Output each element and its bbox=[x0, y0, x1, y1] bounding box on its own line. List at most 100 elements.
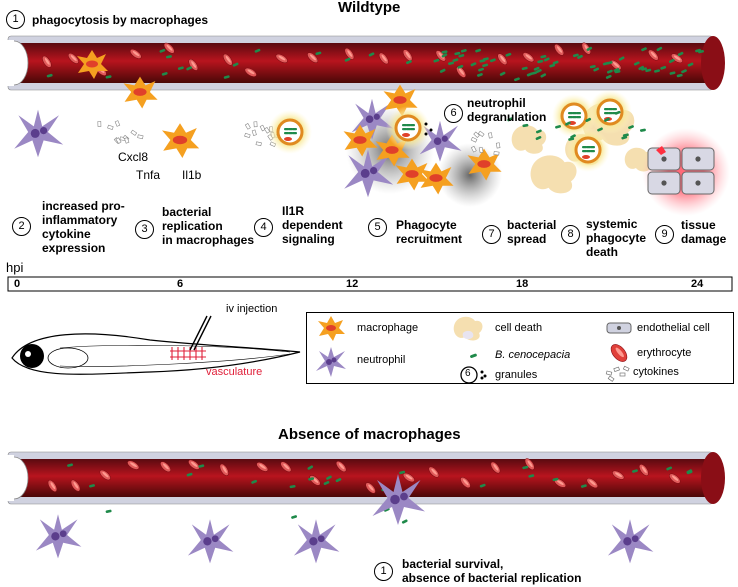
bacterium bbox=[597, 127, 603, 132]
neutrophil bbox=[344, 149, 394, 198]
erythrocyte bbox=[402, 49, 413, 62]
erythrocyte bbox=[68, 53, 79, 64]
absence-step-1-label: bacterial survival,absence of bacterial … bbox=[402, 557, 582, 585]
bacterium bbox=[441, 53, 448, 58]
erythrocyte bbox=[402, 472, 415, 483]
legend-endothelial-label: endothelial cell bbox=[637, 322, 710, 334]
bacterium bbox=[606, 61, 613, 65]
legend-erythrocyte-icon bbox=[610, 344, 628, 362]
bacterium bbox=[308, 477, 315, 481]
legend-icons bbox=[316, 316, 632, 383]
bacterium bbox=[251, 479, 257, 484]
step-3-badge: 3 bbox=[135, 220, 154, 239]
macrophage bbox=[123, 76, 158, 109]
erythrocyte bbox=[435, 50, 446, 62]
bacterium bbox=[460, 49, 467, 53]
bacterium bbox=[549, 63, 556, 68]
erythrocyte bbox=[586, 478, 598, 489]
bacterium bbox=[632, 469, 638, 473]
erythrocyte bbox=[497, 53, 508, 65]
bacterium bbox=[441, 50, 448, 54]
bacterium bbox=[186, 66, 192, 71]
erythrocyte bbox=[490, 461, 501, 474]
infected-macrophage bbox=[386, 106, 430, 150]
bacterium bbox=[433, 58, 440, 63]
infected-macrophage bbox=[566, 128, 610, 172]
wildtype-bacteria-in-blood bbox=[46, 46, 704, 82]
bacterium bbox=[605, 74, 612, 79]
legend-cell-death-label: cell death bbox=[495, 322, 543, 334]
bacterium bbox=[604, 117, 610, 122]
bacterium bbox=[531, 71, 538, 75]
bacterium bbox=[660, 65, 667, 70]
bacterium bbox=[401, 519, 408, 524]
erythrocyte bbox=[99, 469, 111, 481]
cytokine bbox=[130, 129, 138, 136]
cytokine bbox=[115, 137, 122, 144]
bacterium bbox=[326, 475, 332, 480]
cytokine bbox=[488, 132, 493, 139]
bacterium bbox=[552, 477, 559, 482]
bacterium bbox=[254, 48, 261, 53]
erythrocyte bbox=[610, 59, 622, 71]
cytokine bbox=[493, 151, 500, 156]
erythrocyte bbox=[127, 460, 140, 470]
tick-18: 18 bbox=[516, 278, 529, 290]
erythrocyte bbox=[70, 479, 81, 492]
bacterium bbox=[641, 47, 647, 52]
tick-12: 12 bbox=[346, 278, 359, 290]
macrophage bbox=[467, 148, 502, 181]
bacterium bbox=[639, 128, 646, 132]
bacterium bbox=[681, 69, 687, 74]
bacterium bbox=[289, 484, 296, 489]
neutrophil bbox=[607, 519, 654, 564]
bacterium bbox=[555, 125, 561, 129]
erythrocyte bbox=[244, 67, 257, 77]
timeline-unit: hpi bbox=[6, 260, 24, 275]
bacterium bbox=[479, 483, 486, 488]
erythrocyte bbox=[47, 479, 58, 492]
bacterium bbox=[668, 58, 675, 64]
neutrophil bbox=[187, 519, 234, 564]
bacterium bbox=[645, 68, 652, 73]
bacterium bbox=[570, 134, 576, 139]
legend-macrophage-label: macrophage bbox=[357, 322, 419, 334]
bacterium bbox=[499, 71, 506, 76]
bacterium bbox=[686, 470, 693, 475]
bacterium bbox=[580, 484, 587, 488]
bacterium bbox=[67, 463, 73, 467]
bacterium bbox=[522, 465, 529, 470]
bacterium bbox=[614, 110, 621, 115]
cytokine bbox=[255, 141, 262, 147]
bacterium bbox=[383, 507, 390, 512]
infected-macrophage bbox=[268, 110, 312, 154]
step-9-badge: 9 bbox=[655, 225, 674, 244]
erythrocyte bbox=[280, 461, 292, 473]
bacterium bbox=[479, 59, 486, 63]
tick-6: 6 bbox=[177, 278, 184, 290]
bacterium bbox=[540, 55, 547, 59]
tissue-damage-cells bbox=[642, 128, 730, 216]
erythrocyte bbox=[129, 49, 142, 59]
erythrocyte bbox=[219, 463, 229, 476]
step-1-label: phagocytosis by macrophages bbox=[32, 13, 209, 27]
bacterium bbox=[323, 480, 330, 485]
erythrocyte bbox=[275, 53, 288, 64]
bacterium bbox=[638, 65, 645, 71]
bacterium bbox=[621, 135, 628, 140]
bacterium bbox=[540, 73, 547, 78]
bacterium bbox=[439, 68, 446, 73]
cytokine bbox=[244, 132, 251, 139]
tick-24: 24 bbox=[691, 278, 704, 290]
neutrophil bbox=[351, 98, 394, 140]
cytokine bbox=[114, 120, 121, 127]
step-6-badge: 6 bbox=[444, 104, 463, 123]
bacterium bbox=[654, 69, 660, 73]
bacterium bbox=[198, 464, 205, 468]
bacterium bbox=[452, 58, 459, 62]
neutrophil bbox=[372, 474, 425, 525]
bacterium bbox=[618, 56, 625, 61]
macrophage bbox=[343, 124, 378, 157]
erythrocyte bbox=[428, 466, 440, 478]
